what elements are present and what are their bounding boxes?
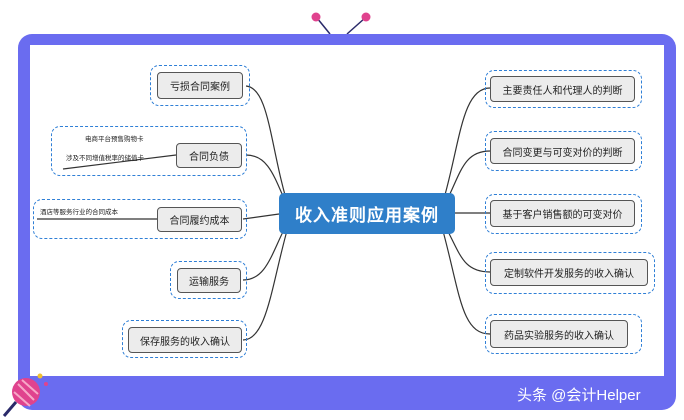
branch-transport-service[interactable]: 运输服务 — [177, 268, 241, 293]
branch-storage-service[interactable]: 保存服务的收入确认 — [128, 327, 242, 353]
dashed-box-left-5 — [122, 320, 247, 358]
dashed-box-left-4 — [170, 261, 247, 299]
lollipop-decoration — [2, 373, 48, 417]
dashed-box-left-2 — [51, 126, 247, 176]
branch-custom-software[interactable]: 定制软件开发服务的收入确认 — [490, 259, 648, 286]
sub-stored-value-card: 涉及不同增值税率的储值卡 — [66, 154, 144, 162]
dashed-box-right-3 — [485, 194, 642, 234]
watermark: 头条 @会计Helper — [517, 387, 641, 404]
sub-hotel-cost: 酒店等服务行业的合同成本 — [40, 208, 118, 216]
dashed-box-left-3 — [33, 199, 247, 239]
branch-contract-modification[interactable]: 合同变更与可变对价的判断 — [490, 138, 635, 164]
central-topic[interactable]: 收入准则应用案例 — [279, 193, 455, 234]
branch-loss-contract[interactable]: 亏损合同案例 — [157, 72, 243, 99]
dashed-box-left-1 — [150, 65, 250, 106]
sub-ecommerce-card: 电商平台预售购物卡 — [85, 135, 144, 143]
branch-contract-liability[interactable]: 合同负债 — [176, 143, 242, 168]
dashed-box-right-5 — [485, 314, 642, 354]
branch-sales-based-consideration[interactable]: 基于客户销售额的可变对价 — [490, 200, 635, 227]
dashed-box-right-2 — [485, 131, 642, 171]
branch-principal-agent[interactable]: 主要责任人和代理人的判断 — [490, 76, 635, 102]
dashed-box-right-1 — [485, 70, 642, 108]
dashed-box-right-4 — [485, 252, 655, 294]
branch-contract-cost[interactable]: 合同履约成本 — [157, 207, 242, 232]
branch-drug-trial[interactable]: 药品实验服务的收入确认 — [490, 320, 628, 348]
